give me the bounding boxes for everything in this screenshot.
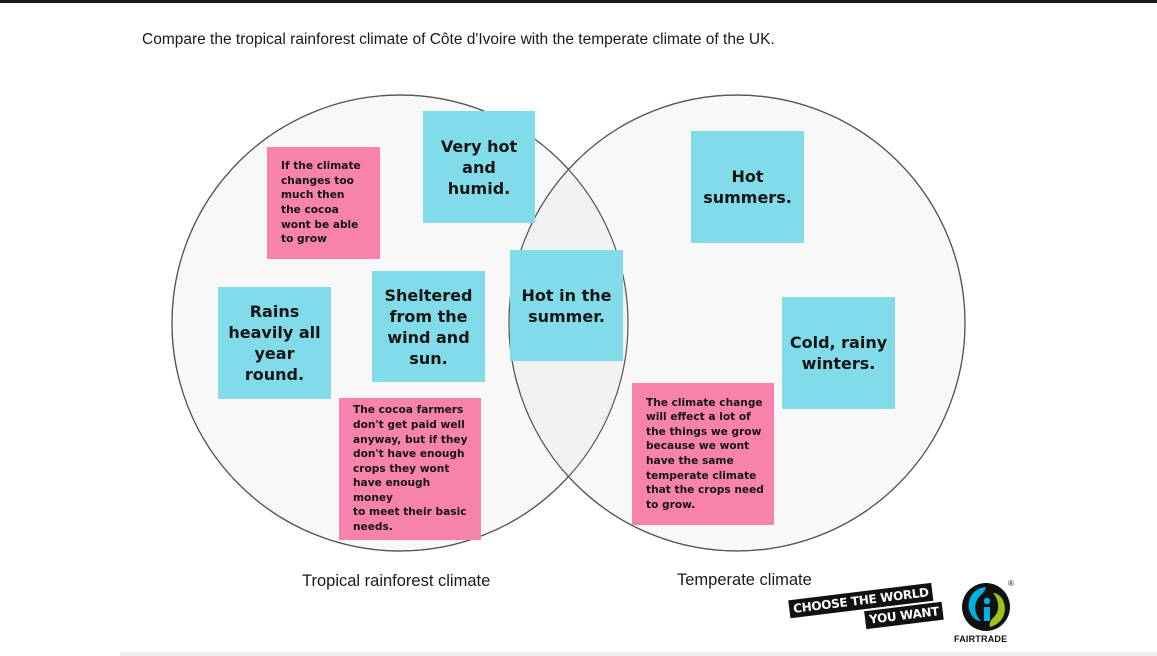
note-line: have enough money	[353, 477, 431, 504]
sticky-note-sheltered[interactable]: Sheltered from the wind and sun.	[372, 271, 485, 382]
bottom-edge	[120, 652, 1157, 656]
note-line: Very hot	[440, 136, 518, 156]
note-line: the things we grow	[646, 425, 762, 438]
note-line: wind and	[387, 327, 470, 347]
note-line: because we wont	[646, 440, 750, 453]
note-line: to grow	[281, 233, 327, 246]
sticky-note-hot-summers[interactable]: Hot summers.	[691, 131, 804, 243]
note-line: from the	[389, 306, 468, 326]
note-line: The climate change	[646, 396, 763, 409]
left-circle-label: Tropical rainforest climate	[302, 572, 491, 590]
sticky-note-cocoa-farmers[interactable]: The cocoa farmers don't get paid well an…	[339, 398, 481, 540]
note-line: to meet their basic	[353, 506, 467, 519]
note-line: Sheltered	[384, 285, 473, 305]
question-text: Compare the tropical rainforest climate …	[142, 31, 775, 48]
note-line: the cocoa	[281, 204, 339, 216]
note-line: changes too	[281, 174, 354, 187]
note-line: sun.	[409, 348, 448, 368]
sticky-note-very-hot[interactable]: Very hot and humid.	[423, 111, 535, 223]
note-line: Hot	[731, 167, 764, 186]
slogan-stamp: CHOOSE THE WORLD YOU WANT	[788, 582, 944, 638]
note-line: have the same	[646, 455, 734, 467]
note-line: needs.	[353, 521, 393, 534]
note-line: Hot in the	[521, 285, 612, 305]
note-line: round.	[244, 365, 305, 384]
note-line: Cold, rainy	[789, 333, 888, 352]
note-line: to grow.	[646, 498, 696, 511]
note-line: don't have enough	[353, 448, 465, 461]
note-line: and	[462, 157, 496, 177]
top-border	[0, 0, 1157, 3]
note-line: summers.	[703, 188, 792, 207]
fairtrade-logo-icon	[962, 583, 1010, 631]
note-line: summer.	[528, 306, 605, 326]
fairtrade-branding: CHOOSE THE WORLD YOU WANT FAIRTRADE ®	[784, 579, 1034, 652]
sticky-note-cocoa-change[interactable]: If the climate changes too much then the…	[267, 147, 380, 259]
note-line: wont be able	[281, 218, 359, 231]
note-line: will effect a lot of	[646, 411, 751, 424]
note-line: humid.	[447, 178, 511, 198]
note-line: The cocoa farmers	[353, 404, 464, 417]
note-line: Rains	[249, 302, 300, 321]
note-line: that the crops need	[646, 484, 764, 497]
note-line: crops they wont	[353, 462, 450, 475]
note-line: year	[254, 344, 295, 363]
note-line: If the climate	[281, 160, 361, 173]
sticky-note-hot-in-summer[interactable]: Hot in the summer.	[510, 250, 623, 361]
note-line: anyway, but if they	[353, 433, 468, 446]
sticky-note-rains[interactable]: Rains heavily all year round.	[218, 287, 331, 399]
note-line: winters.	[801, 354, 876, 373]
note-line: heavily all	[228, 323, 321, 342]
sticky-note-cold-winters[interactable]: Cold, rainy winters.	[782, 297, 895, 409]
note-line: don't get paid well	[353, 418, 465, 431]
note-line: temperate climate	[646, 469, 757, 482]
right-circle-label: Temperate climate	[677, 571, 812, 589]
fairtrade-name: FAIRTRADE	[954, 634, 1008, 644]
registered-mark: ®	[1008, 579, 1014, 588]
note-line: much then	[281, 189, 345, 202]
sticky-note-climate-effect[interactable]: The climate change will effect a lot of …	[632, 383, 774, 525]
